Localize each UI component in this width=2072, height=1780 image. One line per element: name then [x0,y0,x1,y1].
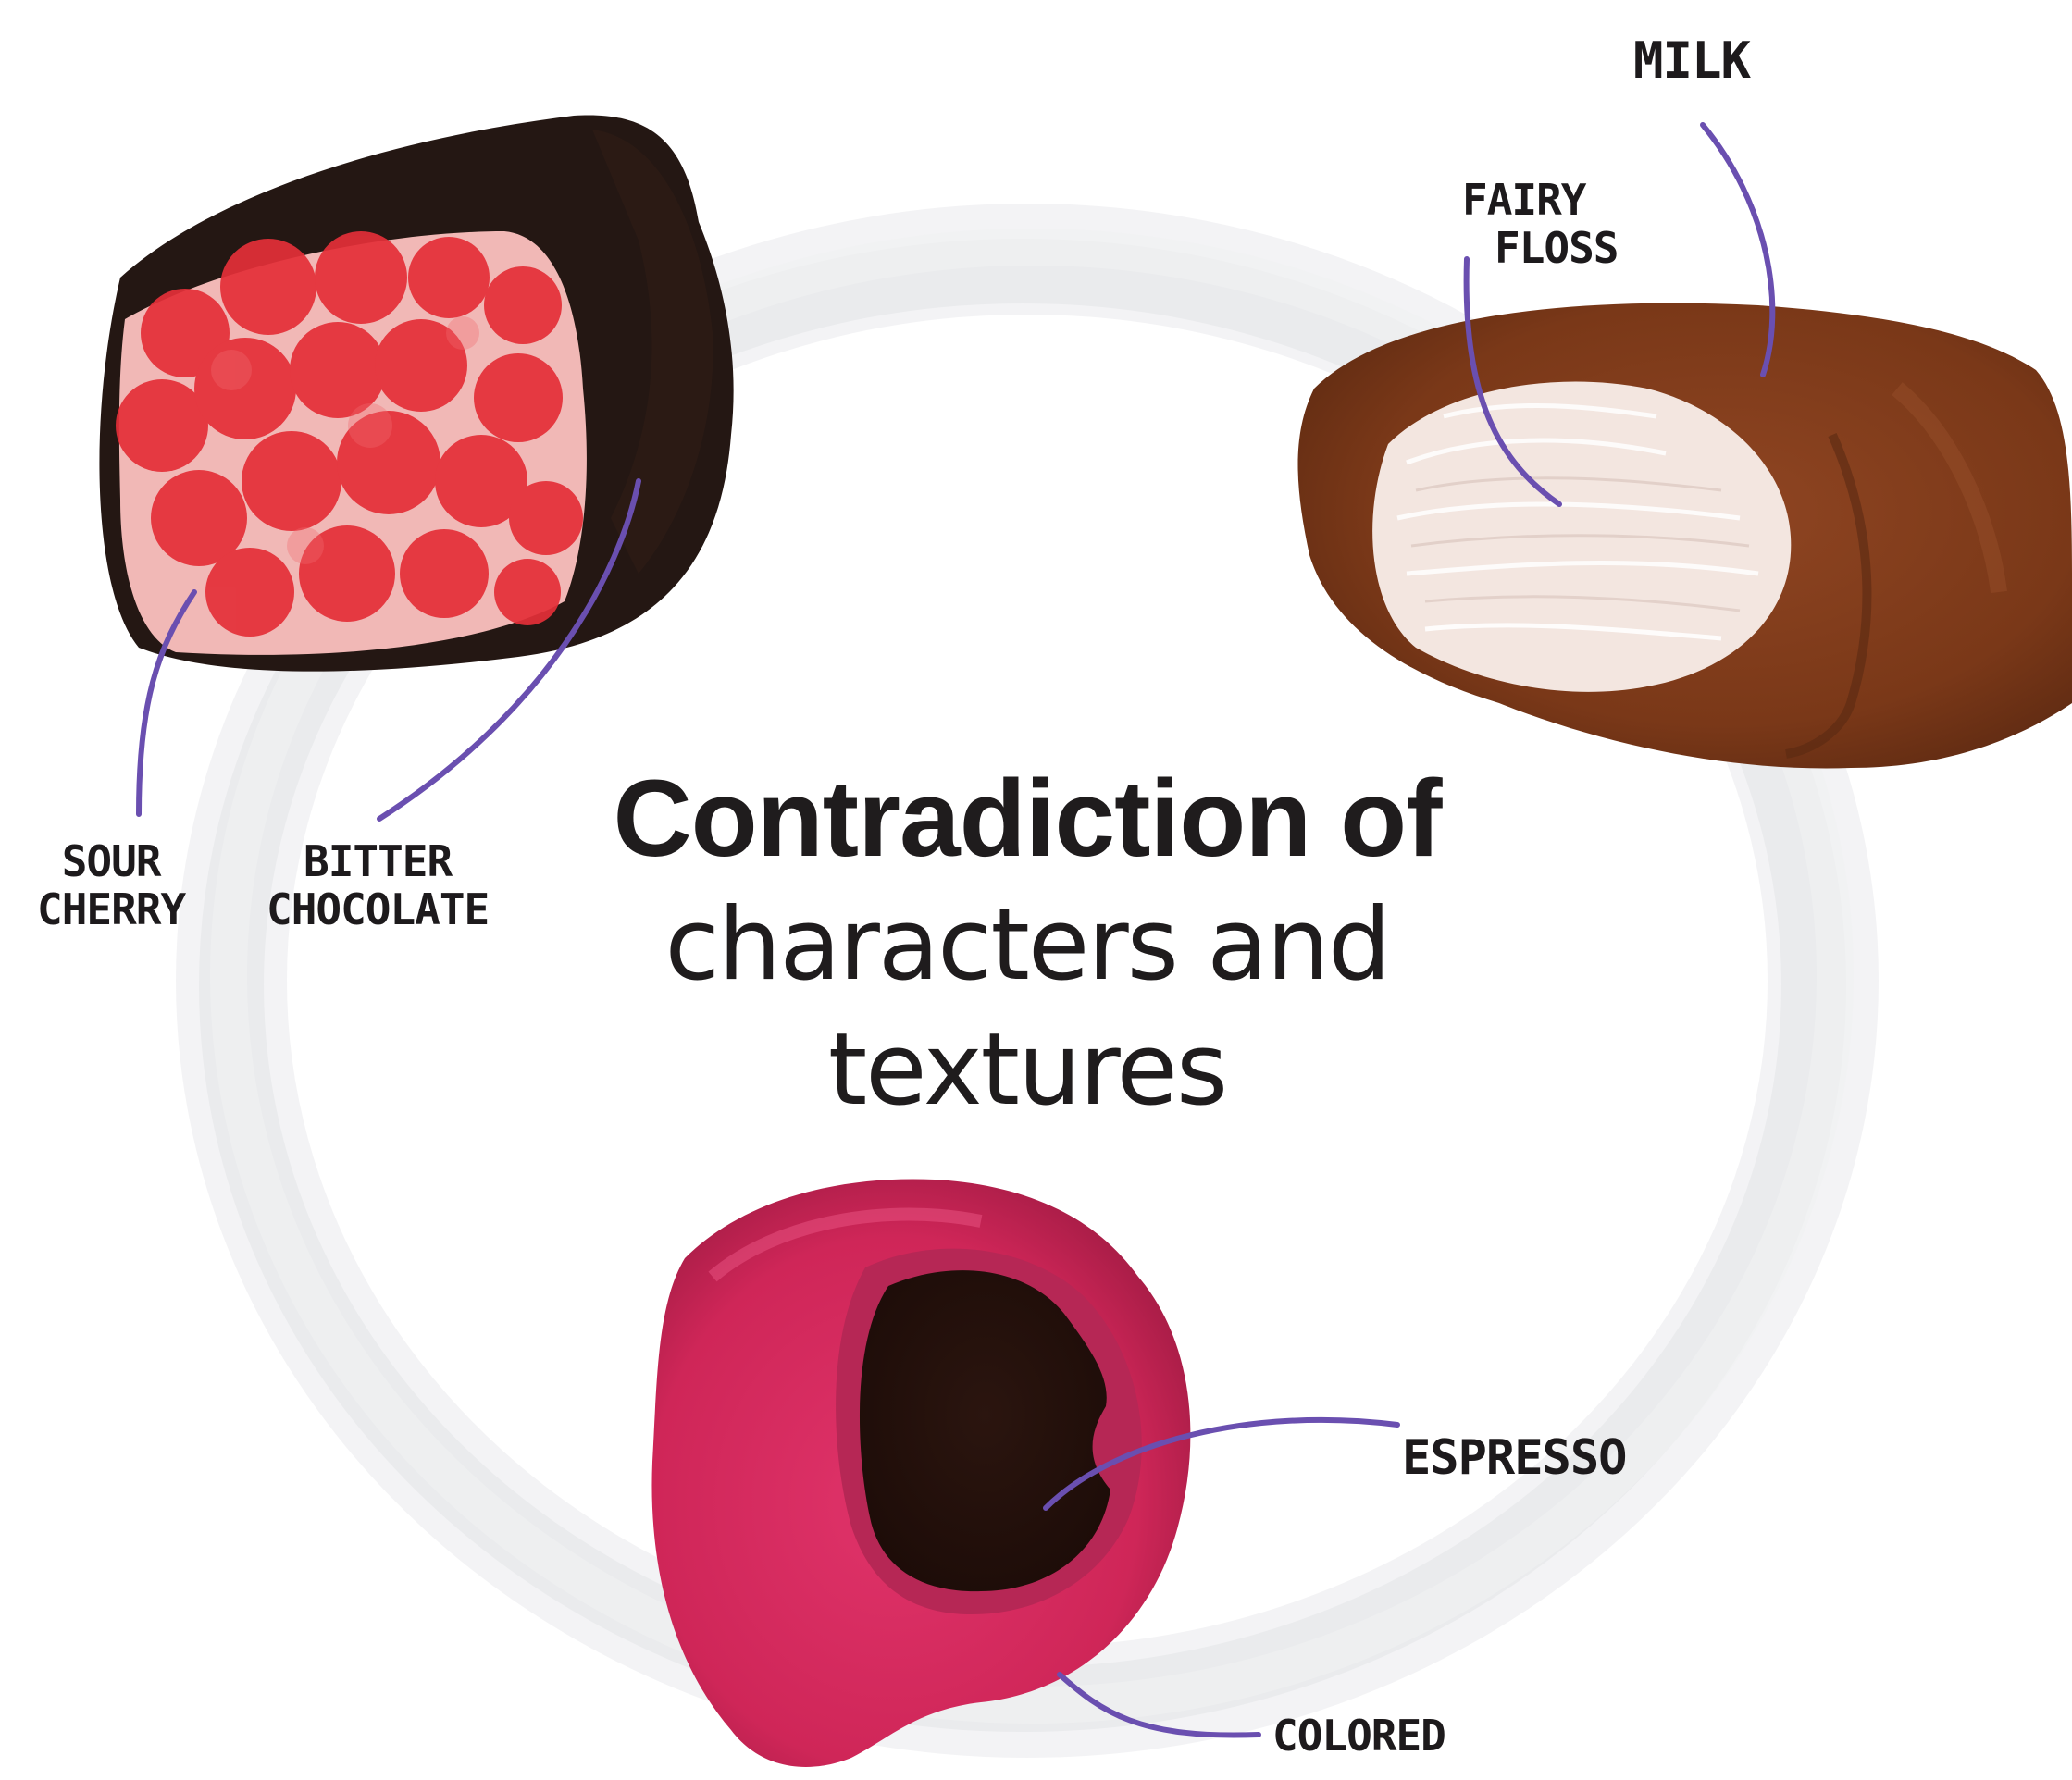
label-colored: COLORED [1272,1712,1445,1760]
label-bitter-chocolate-line-2: CHOCOLATE [267,885,489,933]
label-fairy-floss-line-1: FAIRY [1430,176,1618,224]
label-colored-line-1: COLORED [1272,1712,1445,1760]
label-bitter-chocolate: BITTER CHOCOLATE [267,837,489,933]
milk-chocolate-bonbon [1298,303,2072,769]
title-block: Contradiction of characters and textures [500,759,1555,1132]
label-espresso: ESPRESSO [1402,1434,1626,1482]
label-milk-line-1: MILK [1633,37,1750,85]
title-line-1: Contradiction of [500,759,1555,879]
label-espresso-line-1: ESPRESSO [1402,1434,1626,1482]
label-milk: MILK [1633,37,1750,85]
label-fairy-floss: FAIRY FLOSS [1430,176,1618,272]
title-line-2: characters and textures [500,883,1555,1132]
bitter-chocolate-bonbon [99,115,733,671]
label-fairy-floss-line-2: FLOSS [1430,224,1618,272]
label-bitter-chocolate-line-1: BITTER [267,837,489,885]
fairy-floss-filling [1372,382,1791,692]
label-sour-cherry-line-1: SOUR [37,837,185,885]
label-sour-cherry: SOUR CHERRY [37,837,185,933]
label-sour-cherry-line-2: CHERRY [37,885,185,933]
